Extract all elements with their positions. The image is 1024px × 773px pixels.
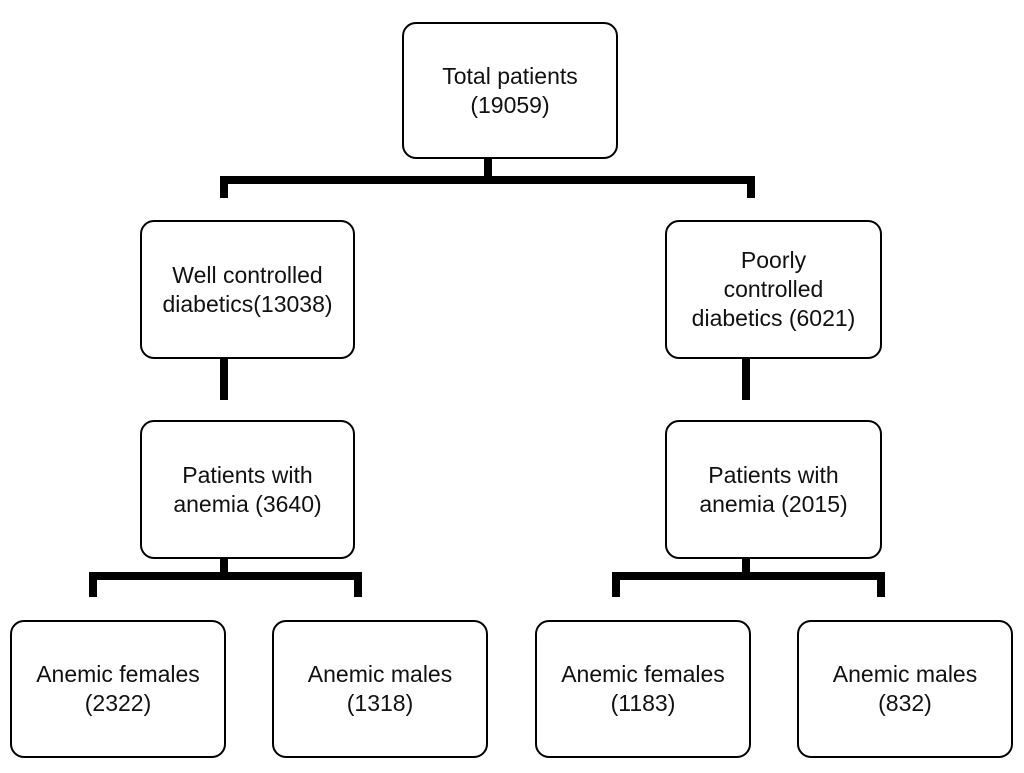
- node-poorly-controlled-diabetics: Poorly controlled diabetics (6021): [665, 220, 882, 359]
- connector-poor-anemia-stem: [742, 538, 750, 580]
- node-line: (1318): [346, 690, 414, 716]
- connector-poor-males-drop: [877, 572, 885, 597]
- node-line: (2322): [84, 690, 152, 716]
- connector-well-males-drop: [354, 572, 362, 597]
- node-well-anemic-females: Anemic females (2322): [10, 620, 226, 758]
- node-line: Total patients: [442, 62, 578, 89]
- connector-well-to-anemia: [220, 336, 228, 400]
- node-line: controlled: [723, 276, 824, 302]
- node-line: diabetics(13038): [162, 290, 333, 317]
- node-line: anemia (3640): [173, 490, 322, 517]
- node-poorly-controlled-label: Poorly controlled diabetics (6021): [692, 246, 856, 333]
- node-well-controlled-diabetics: Well controlled diabetics(13038): [140, 220, 355, 359]
- connector-poor-females-drop: [612, 572, 620, 597]
- node-well-anemia-label: Patients with anemia (3640): [173, 461, 321, 519]
- node-poor-anemic-females: Anemic females (1183): [535, 620, 751, 758]
- connector-poor-anemia-bar: [612, 572, 885, 580]
- connector-root-right-drop: [747, 176, 755, 198]
- node-poor-anemic-females-label: Anemic females (1183): [561, 660, 725, 718]
- connector-poor-to-anemia: [742, 336, 750, 400]
- node-well-anemic-females-label: Anemic females (2322): [36, 660, 200, 718]
- node-line: Anemic females: [36, 661, 200, 687]
- connector-well-anemia-stem: [220, 538, 228, 580]
- node-poor-anemic-males: Anemic males (832): [797, 620, 1013, 758]
- node-line: anemia (2015): [699, 490, 848, 517]
- node-line: Anemic males: [307, 661, 453, 687]
- node-line: (19059): [470, 91, 550, 118]
- node-well-patients-with-anemia: Patients with anemia (3640): [140, 420, 355, 559]
- node-well-controlled-label: Well controlled diabetics(13038): [162, 261, 332, 319]
- node-line: (1183): [610, 690, 676, 716]
- node-poor-anemic-males-label: Anemic males (832): [833, 660, 977, 718]
- node-line: Anemic females: [561, 661, 725, 687]
- node-line: Patients with: [182, 461, 313, 488]
- node-well-anemic-males-label: Anemic males (1318): [308, 660, 452, 718]
- node-poor-patients-with-anemia: Patients with anemia (2015): [665, 420, 882, 559]
- connector-well-females-drop: [89, 572, 97, 597]
- node-poor-anemia-label: Patients with anemia (2015): [699, 461, 847, 519]
- connector-root-bar: [220, 176, 755, 184]
- node-line: Patients with: [708, 461, 839, 488]
- node-total-patients: Total patients (19059): [402, 22, 618, 159]
- node-line: Anemic males: [832, 661, 978, 687]
- node-line: Poorly: [740, 247, 807, 273]
- node-line: Well controlled: [172, 261, 323, 288]
- connector-root-left-drop: [220, 176, 228, 198]
- node-line: (832): [878, 690, 932, 716]
- node-well-anemic-males: Anemic males (1318): [272, 620, 488, 758]
- connector-root-stem: [484, 137, 492, 184]
- node-total-patients-label: Total patients (19059): [442, 62, 578, 120]
- connector-well-anemia-bar: [89, 572, 362, 580]
- node-line: diabetics (6021): [691, 305, 856, 331]
